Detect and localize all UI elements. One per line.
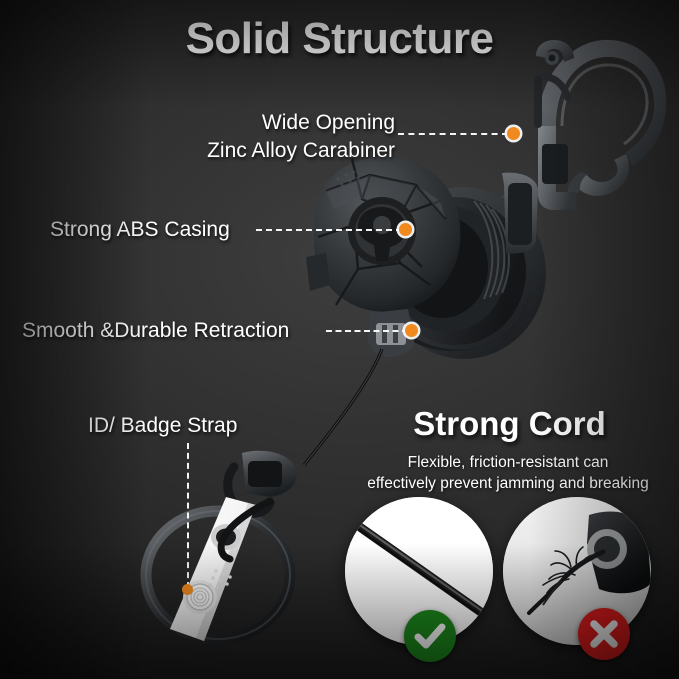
callout-casing: Strong ABS Casing [50,218,230,241]
cord-subtitle-line1: Flexible, friction-resistant can [407,454,609,471]
cross-icon [578,608,630,660]
callout-retraction: Smooth &Durable Retraction [22,319,290,342]
callout-dot-strap [182,584,193,595]
callout-dot-carabiner [507,127,520,140]
cord-section-title: Strong Cord [413,405,606,442]
check-icon [404,610,456,662]
page-title: Solid Structure [185,14,494,63]
callout-dot-retraction [405,324,418,337]
callout-line-strap [187,443,189,588]
callout-carabiner: Wide Opening Zinc Alloy Carabiner [80,109,395,164]
cord-subtitle-line2: effectively prevent jamming and breaking [367,475,649,493]
callout-carabiner-line2: Zinc Alloy Carabiner [207,138,395,162]
callout-line-casing [256,229,402,231]
callout-line-retraction [326,330,408,332]
badge-strap-illustration [140,450,297,645]
callout-line-carabiner [398,133,508,135]
callout-carabiner-line1: Wide Opening [261,111,395,134]
cord-section-subtitle: Flexible, friction-resistant can effecti… [337,452,679,495]
callout-dot-casing [399,223,412,236]
